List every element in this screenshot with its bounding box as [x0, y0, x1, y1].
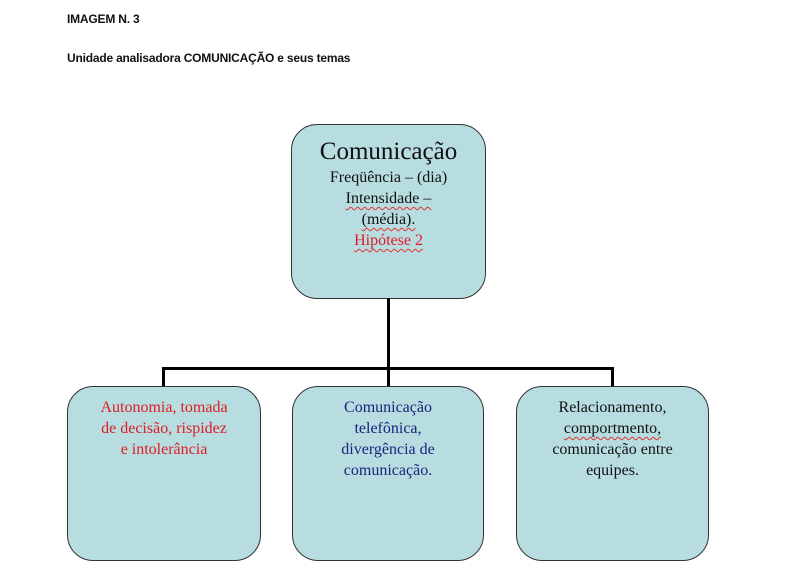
node-line: Relacionamento, [558, 399, 667, 416]
root-hypothesis: Hipótese 2 [354, 232, 423, 249]
node-line: comunicação entre [552, 441, 673, 458]
root-title: Comunicação [319, 138, 458, 165]
child-node-phone-communication: Comunicação telefônica, divergência de c… [292, 386, 484, 561]
node-line: comunicação. [343, 462, 433, 479]
figure-label: IMAGEM N. 3 [67, 12, 140, 26]
node-line: comportmento, [563, 420, 662, 437]
root-node: Comunicação Freqüência – (dia) Intensida… [291, 124, 486, 299]
connector-middle [387, 367, 390, 387]
connector-right [611, 367, 614, 387]
child-node-relationship: Relacionamento, comportmento, comunicaçã… [516, 386, 709, 561]
node-line: de decisão, rispidez [101, 420, 227, 437]
node-line: e intolerância [120, 441, 208, 458]
root-frequency: Freqüência – (dia) [329, 169, 448, 186]
connector-left [162, 367, 165, 387]
node-line: divergência de [341, 441, 435, 458]
node-line: Comunicação [344, 399, 432, 416]
connector-trunk [387, 298, 390, 369]
node-line: Autonomia, tomada [100, 399, 228, 416]
node-line: telefônica, [354, 420, 422, 437]
root-intensity-value: (média). [361, 211, 416, 228]
child-node-autonomy: Autonomia, tomada de decisão, rispidez e… [67, 386, 261, 561]
figure-subtitle: Unidade analisadora COMUNICAÇÃO e seus t… [67, 51, 351, 65]
node-line: equipes. [586, 462, 639, 479]
root-intensity: Intensidade – [345, 190, 432, 207]
